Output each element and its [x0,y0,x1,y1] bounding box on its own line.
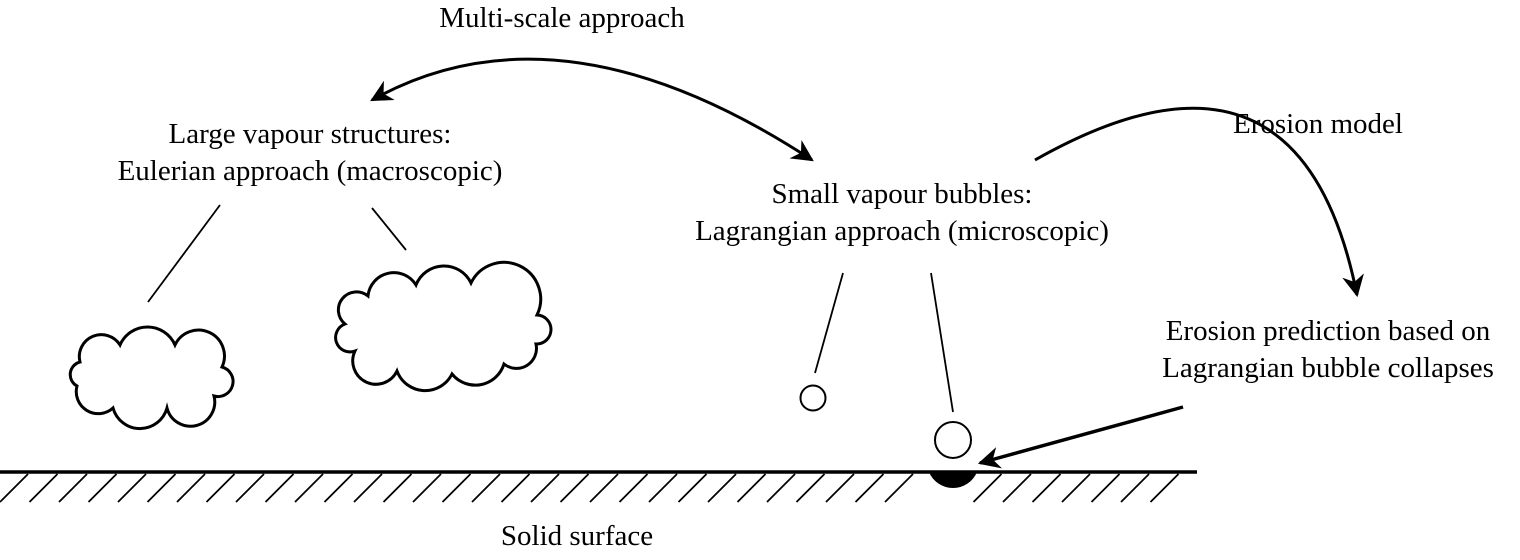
hatch-line [618,473,649,503]
hatch-line [677,473,708,503]
small-bubbles-label-1: Small vapour bubbles: [772,178,1033,210]
hatch-line [1120,473,1150,503]
erosion-prediction-label-2: Lagrangian bubble collapses [1162,352,1494,384]
hatch-line [146,473,177,503]
bubble-collapsing [934,421,972,459]
hatch-line [972,473,1003,503]
hatch-line [0,473,29,503]
hatch-line [589,473,619,503]
surface-hatching [0,473,1180,503]
hatch-line [87,473,118,503]
hatch-line [854,473,885,503]
hatch-line [825,473,855,503]
hatch-line [1061,473,1091,503]
hatch-line [648,473,678,503]
hatch-line [235,473,265,503]
hatch-line [264,473,295,503]
hatch-line [176,473,206,503]
hatch-line [1090,473,1121,503]
hatch-line [471,473,501,503]
large-structures-label-1: Large vapour structures: [169,118,452,150]
hatch-line [1149,473,1180,503]
hatch-line [28,473,59,503]
hatch-line [1031,473,1062,503]
hatch-line [559,473,590,503]
hatch-line [766,473,796,503]
erosion-model-arrow [1034,106,1364,298]
hatch-line [205,473,236,503]
vapour-cloud-small [68,325,235,431]
hatch-line [294,473,324,503]
multiscale-label: Multi-scale approach [439,2,685,34]
small-bubbles-label-2: Lagrangian approach (microscopic) [695,215,1109,247]
pointer-lines [147,204,954,413]
hatch-line [795,473,826,503]
bubble-small [799,384,827,412]
prediction-arrow [977,405,1184,469]
hatch-line [500,473,531,503]
hatch-line [382,473,413,503]
hatch-line [58,473,88,503]
hatch-line [353,473,383,503]
vapour-cloud-large [334,260,553,393]
hatch-line [412,473,442,503]
erosion-prediction-label-1: Erosion prediction based on [1166,315,1491,347]
hatch-line [117,473,147,503]
hatch-line [441,473,472,503]
solid-surface-label: Solid surface [501,520,653,552]
large-structures-label-2: Eulerian approach (macroscopic) [118,155,503,187]
hatch-line [736,473,767,503]
erosion-pit [929,472,977,488]
hatch-line [707,473,737,503]
multiscale-arrow [370,57,814,162]
hatch-line [323,473,354,503]
hatch-line [1002,473,1032,503]
hatch-line [530,473,560,503]
hatch-line [884,473,914,503]
